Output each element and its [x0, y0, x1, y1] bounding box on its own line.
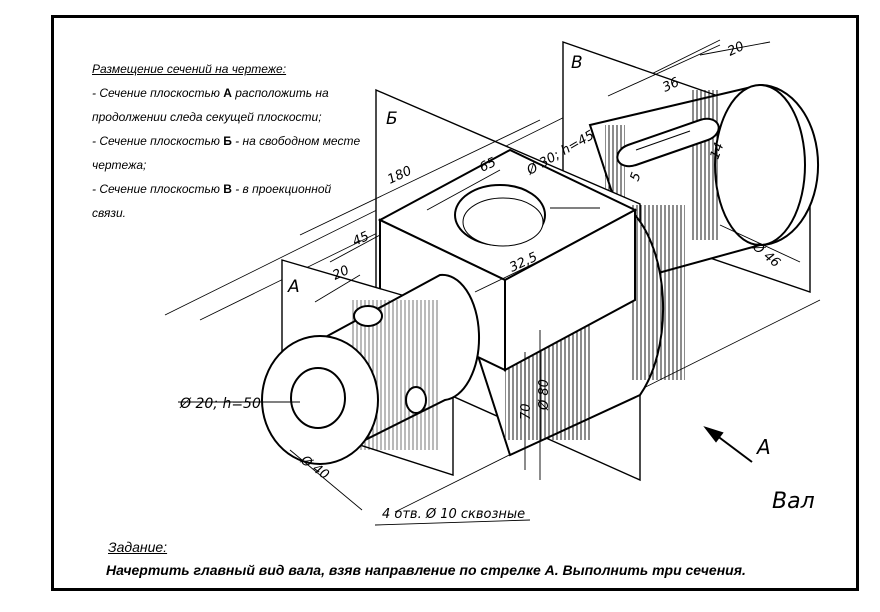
task-text: Начертить главный вид вала, взяв направл…	[106, 562, 746, 578]
dim-65: 65	[477, 155, 498, 176]
shaft-central-body	[377, 148, 685, 457]
arrow-label-a: А	[755, 435, 771, 459]
placement-notes: Размещение сечений на чертеже: - Сечение…	[92, 57, 362, 225]
dim-70: 70	[519, 403, 534, 420]
dim-holes: 4 отв. Ø 10 сквозные	[382, 507, 525, 522]
dim-36: 36	[660, 75, 681, 96]
drawing-frame	[51, 15, 859, 591]
radial-hole-side	[405, 386, 427, 414]
note-section-b: - Сечение плоскостью Б - на свободном ме…	[92, 134, 361, 172]
notes-heading: Размещение сечений на чертеже:	[92, 62, 287, 76]
task-heading: Задание:	[108, 539, 168, 555]
bore-hole	[290, 367, 346, 429]
dim-20-right: 20	[725, 39, 746, 60]
dim-14: 14	[708, 141, 728, 162]
plane-label-v: В	[571, 53, 583, 73]
dim-d20: Ø 20; h=50	[179, 396, 261, 412]
dim-d80: Ø 80	[537, 379, 552, 411]
shaft-left-end	[261, 273, 481, 465]
note-section-c: - Сечение плоскостью В - в проекционной …	[92, 182, 332, 220]
radial-hole-top	[353, 305, 383, 327]
plane-label-a: А	[287, 277, 300, 297]
dim-45: 45	[350, 229, 371, 250]
dim-20-left: 20	[330, 263, 351, 284]
view-direction-arrow	[703, 426, 753, 463]
keyway-slot	[616, 117, 720, 168]
dimension-lines	[178, 41, 801, 526]
note-section-a: - Сечение плоскостью А расположить на пр…	[92, 86, 329, 124]
part-name: Вал	[772, 489, 815, 514]
plane-label-b: Б	[386, 109, 398, 129]
